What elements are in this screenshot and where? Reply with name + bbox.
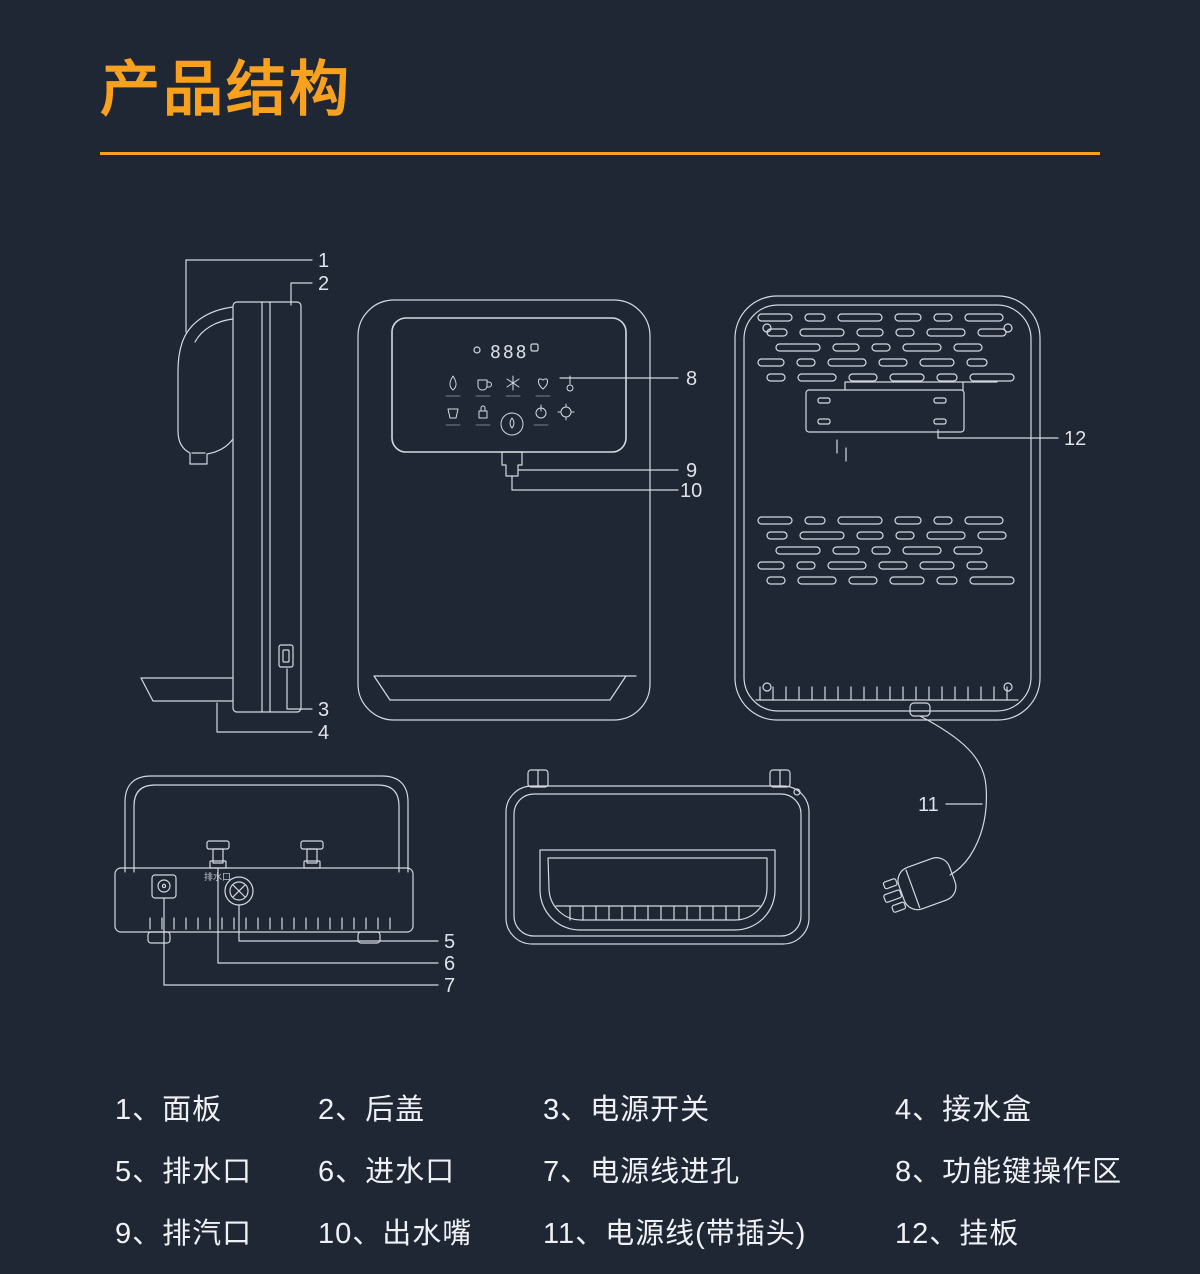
front-body bbox=[357, 299, 651, 721]
drip-tray-front bbox=[373, 675, 637, 701]
back-cover bbox=[734, 295, 1041, 721]
function-key-area bbox=[445, 375, 575, 436]
bottom-vent-comb bbox=[759, 686, 1008, 701]
foot bbox=[147, 931, 171, 944]
side-view bbox=[140, 301, 302, 713]
bottom-view-connections bbox=[114, 775, 414, 944]
power-plug bbox=[882, 857, 957, 913]
water-drop-icon bbox=[445, 375, 461, 397]
dispense-button bbox=[500, 412, 524, 436]
callout-label-4: 4 bbox=[318, 722, 329, 744]
hot-cup-icon bbox=[475, 379, 492, 397]
callout-label-10: 10 bbox=[680, 480, 702, 502]
callout-label-5: 5 bbox=[444, 931, 455, 953]
callout-label-11: 11 bbox=[918, 794, 939, 816]
cord-gland bbox=[909, 702, 931, 717]
legend-item-function-keys: 8、功能键操作区 bbox=[895, 1156, 1123, 1188]
snowflake-icon bbox=[505, 375, 521, 397]
power-icon bbox=[533, 404, 549, 426]
screw-icon bbox=[762, 682, 772, 692]
temperature-display: 888 bbox=[490, 342, 529, 363]
side-view-leader-lines bbox=[185, 259, 313, 733]
legend-item-steam-vent: 9、排汽口 bbox=[115, 1218, 253, 1250]
legend-item-water-inlet: 6、进水口 bbox=[318, 1156, 456, 1188]
power-cord-inlet bbox=[151, 874, 177, 899]
title-underline bbox=[100, 152, 1100, 155]
legend-item-cord-hole: 7、电源线进孔 bbox=[543, 1156, 741, 1188]
bottom-view-tray bbox=[505, 769, 810, 945]
bottom-vent-slats bbox=[149, 917, 391, 930]
front-view: 888 bbox=[357, 299, 651, 721]
vent-slots-middle bbox=[757, 516, 1015, 585]
back-view bbox=[734, 295, 1041, 913]
legend: 1、面板 2、后盖 3、电源开关 4、接水盒 5、排水口 6、进水口 7、电源线… bbox=[115, 1086, 1121, 1252]
display-mark-right bbox=[530, 343, 539, 352]
callout-label-7: 7 bbox=[444, 975, 455, 997]
power-switch bbox=[278, 644, 294, 668]
callout-label-12: 12 bbox=[1064, 428, 1086, 450]
spout-profile bbox=[177, 306, 234, 465]
side-body bbox=[232, 301, 302, 713]
screw-icon bbox=[1003, 323, 1013, 333]
thermometer-icon bbox=[566, 375, 574, 392]
lock-icon bbox=[475, 405, 491, 426]
tray-comb bbox=[569, 905, 740, 921]
heart-icon bbox=[535, 378, 551, 397]
callout-label-9: 9 bbox=[686, 460, 697, 482]
water-spout bbox=[501, 451, 523, 477]
back-view-leader-lines bbox=[937, 429, 1059, 805]
power-cord bbox=[919, 715, 988, 876]
vent-slots-top bbox=[757, 313, 1015, 382]
valve-fitting bbox=[300, 840, 324, 869]
display-mark-left bbox=[473, 346, 481, 354]
page-title: 产品结构 bbox=[100, 56, 352, 123]
callout-label-1: 1 bbox=[318, 250, 329, 272]
gear-icon bbox=[557, 403, 575, 421]
legend-item-power-switch: 3、电源开关 bbox=[543, 1094, 711, 1126]
control-panel bbox=[391, 317, 627, 453]
callout-label-3: 3 bbox=[318, 699, 329, 721]
legend-item-power-cord: 11、电源线(带插头) bbox=[543, 1218, 807, 1250]
callout-label-8: 8 bbox=[686, 368, 697, 390]
water-collection-tray bbox=[539, 849, 776, 931]
callout-label-2: 2 bbox=[318, 273, 329, 295]
tea-cup-icon bbox=[445, 408, 461, 426]
legend-item-water-box: 4、接水盒 bbox=[895, 1094, 1033, 1126]
front-view-leader-lines bbox=[511, 377, 679, 491]
water-inlet-fitting bbox=[206, 840, 230, 869]
legend-item-back-cover: 2、后盖 bbox=[318, 1094, 426, 1126]
bottom-band bbox=[114, 867, 414, 933]
hanging-plate bbox=[805, 381, 998, 462]
callout-label-6: 6 bbox=[444, 953, 455, 975]
legend-item-panel: 1、面板 bbox=[115, 1094, 223, 1126]
legend-item-hanging-plate: 12、挂板 bbox=[895, 1218, 1020, 1250]
legend-item-drain-outlet: 5、排水口 bbox=[115, 1156, 253, 1188]
foot bbox=[357, 931, 381, 944]
legend-item-spout: 10、出水嘴 bbox=[318, 1218, 473, 1250]
screw-icon bbox=[1003, 682, 1013, 692]
drip-tray-side bbox=[140, 677, 234, 702]
bottom-view-leader-lines bbox=[163, 867, 439, 986]
